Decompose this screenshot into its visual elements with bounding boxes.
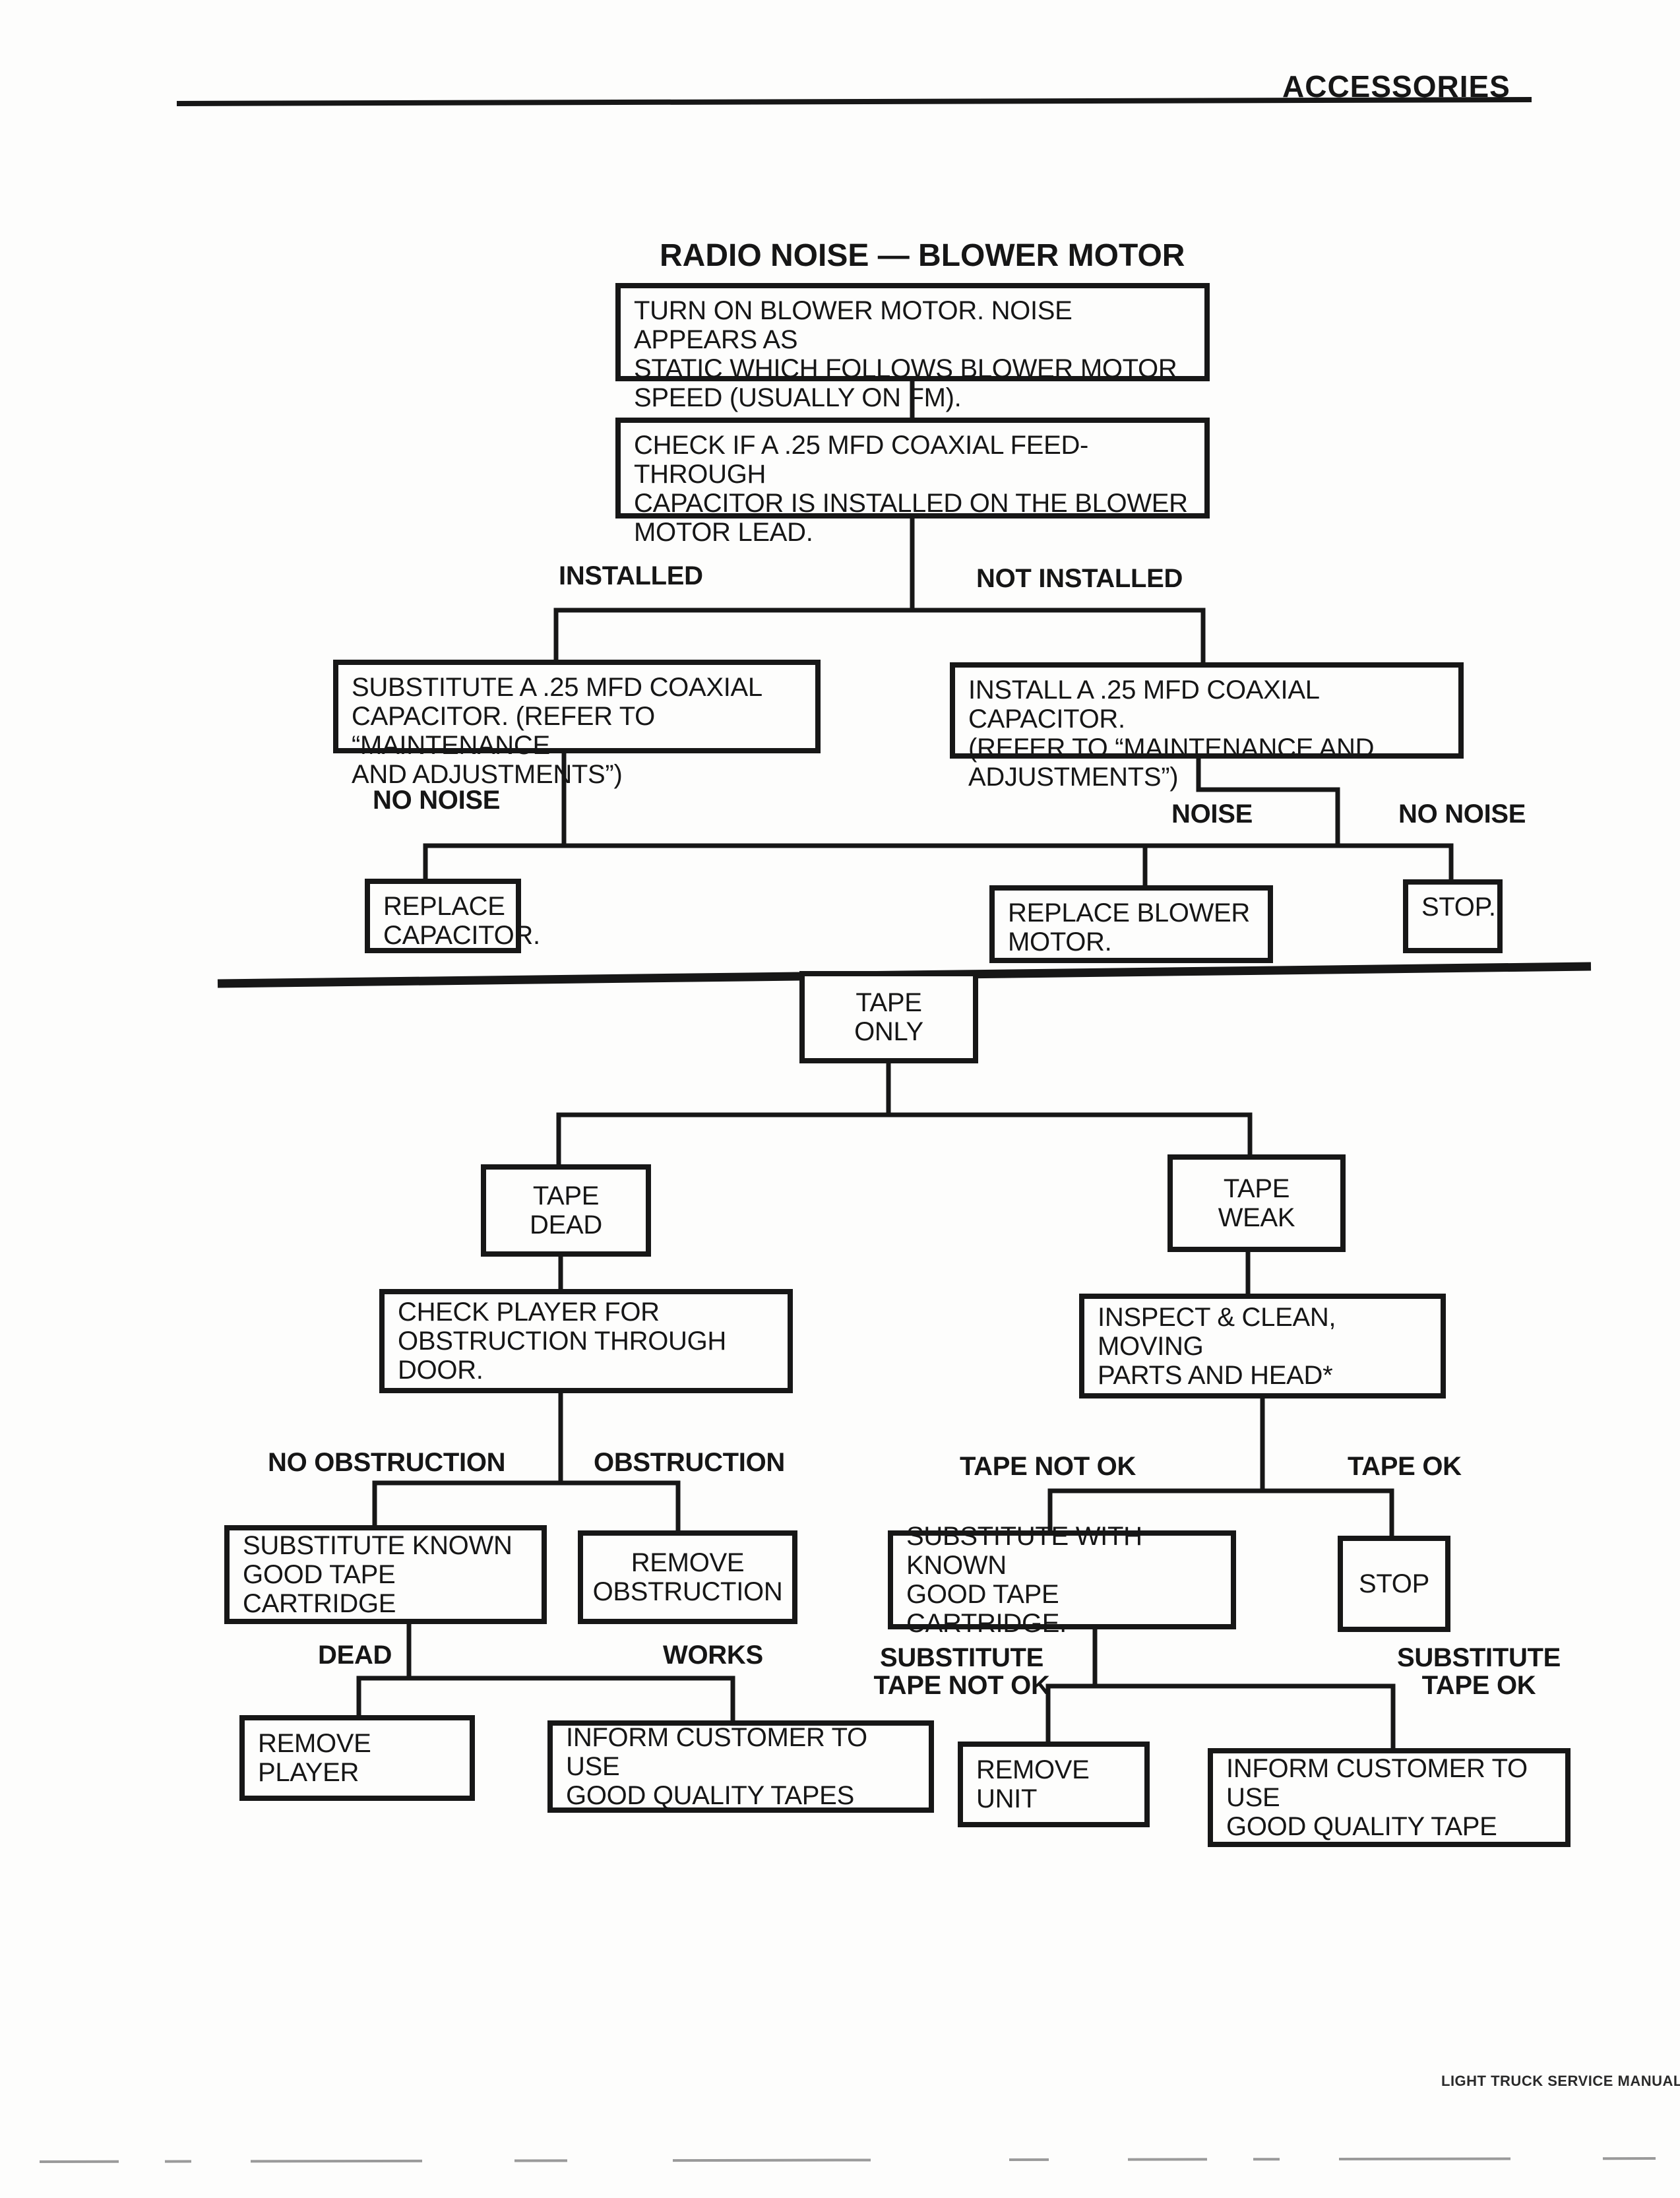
flow-node-remove-obstruction-text: REMOVE OBSTRUCTION <box>592 1548 783 1606</box>
flow-node-inform-good-tape: INFORM CUSTOMER TO USE GOOD QUALITY TAPE <box>1208 1748 1571 1847</box>
branch-label-tape-ok: TAPE OK <box>1348 1452 1462 1481</box>
branch-label-not-installed: NOT INSTALLED <box>976 564 1183 593</box>
flow-node-replace-capacitor-text: REPLACE CAPACITOR. <box>383 892 540 950</box>
flow-node-remove-obstruction: REMOVE OBSTRUCTION <box>578 1530 797 1624</box>
flow-node-replace-capacitor: REPLACE CAPACITOR. <box>365 879 540 953</box>
flow-node-inform-good-tapes-text: INFORM CUSTOMER TO USE GOOD QUALITY TAPE… <box>566 1723 867 1810</box>
branch-label-tape-not-ok: TAPE NOT OK <box>960 1452 1136 1481</box>
flow-node-stop-noise-text: STOP. <box>1421 893 1496 922</box>
flow-node-tape-only: TAPE ONLY <box>799 971 978 1063</box>
flow-node-check-player-text: CHECK PLAYER FOR OBSTRUCTION THROUGH DOO… <box>398 1298 727 1385</box>
flow-node-remove-player: REMOVE PLAYER <box>239 1715 475 1801</box>
branch-label-works: WORKS <box>663 1641 763 1670</box>
branch-label-dead: DEAD <box>318 1641 392 1670</box>
branch-label-substitute-tape-not-ok: SUBSTITUTE TAPE NOT OK <box>873 1643 1050 1701</box>
branch-label-noise: NOISE <box>1171 800 1253 829</box>
page-title: RADIO NOISE — BLOWER MOTOR <box>660 238 1185 273</box>
flow-node-remove-player-text: REMOVE PLAYER <box>258 1729 371 1787</box>
flow-node-substitute-capacitor-text: SUBSTITUTE A .25 MFD COAXIAL CAPACITOR. … <box>352 673 762 789</box>
flow-node-stop-tape: STOP <box>1338 1536 1450 1632</box>
scan-artifact-line <box>39 2157 1676 2163</box>
flow-node-replace-blower-motor-text: REPLACE BLOWER MOTOR. <box>1008 898 1251 957</box>
flow-node-inspect-clean: INSPECT & CLEAN, MOVING PARTS AND HEAD* <box>1079 1294 1446 1398</box>
flow-node-tape-weak: TAPE WEAK <box>1167 1154 1346 1252</box>
flow-node-remove-unit: REMOVE UNIT <box>958 1742 1150 1827</box>
flow-node-inform-good-tape-text: INFORM CUSTOMER TO USE GOOD QUALITY TAPE <box>1226 1754 1528 1841</box>
branch-label-substitute-tape-ok: SUBSTITUTE TAPE OK <box>1396 1643 1561 1701</box>
flow-node-install-capacitor-text: INSTALL A .25 MFD COAXIAL CAPACITOR. (RE… <box>968 675 1375 792</box>
flow-node-tape-dead: TAPE DEAD <box>481 1164 651 1257</box>
connector-obstruction-rail <box>372 1480 681 1530</box>
branch-label-no-obstruction: NO OBSTRUCTION <box>268 1448 506 1477</box>
flow-node-start: TURN ON BLOWER MOTOR. NOISE APPEARS AS S… <box>615 283 1210 412</box>
flow-node-check-capacitor: CHECK IF A .25 MFD COAXIAL FEED-THROUGH … <box>615 418 1210 547</box>
flow-node-install-capacitor: INSTALL A .25 MFD COAXIAL CAPACITOR. (RE… <box>950 662 1464 792</box>
flow-node-substitute-known-text: SUBSTITUTE KNOWN GOOD TAPE CARTRIDGE <box>243 1531 513 1618</box>
footer-note: LIGHT TRUCK SERVICE MANUAL <box>1441 2073 1680 2089</box>
flow-node-stop-noise: STOP. <box>1403 879 1503 953</box>
flow-node-inform-good-tapes: INFORM CUSTOMER TO USE GOOD QUALITY TAPE… <box>547 1720 934 1813</box>
flow-node-check-capacitor-text: CHECK IF A .25 MFD COAXIAL FEED-THROUGH … <box>634 431 1188 547</box>
branch-label-no-noise-left: NO NOISE <box>373 786 501 815</box>
flow-node-start-text: TURN ON BLOWER MOTOR. NOISE APPEARS AS S… <box>634 296 1177 412</box>
branch-label-installed: INSTALLED <box>559 561 703 590</box>
flow-node-tape-dead-text: TAPE DEAD <box>530 1181 602 1240</box>
connector-substitute-tape-rail <box>1045 1683 1396 1748</box>
flow-node-substitute-capacitor: SUBSTITUTE A .25 MFD COAXIAL CAPACITOR. … <box>333 660 821 789</box>
flow-node-substitute-with-known-text: SUBSTITUTE WITH KNOWN GOOD TAPE CARTRIDG… <box>906 1522 1142 1638</box>
connector-install-jog <box>1196 759 1340 846</box>
flow-node-substitute-known: SUBSTITUTE KNOWN GOOD TAPE CARTRIDGE <box>224 1525 547 1624</box>
flow-node-check-player: CHECK PLAYER FOR OBSTRUCTION THROUGH DOO… <box>379 1289 793 1393</box>
flow-node-substitute-with-known: SUBSTITUTE WITH KNOWN GOOD TAPE CARTRIDG… <box>888 1522 1236 1638</box>
connector-tape-ok-rail <box>1047 1488 1394 1536</box>
connector-dead-works-rail <box>356 1676 735 1720</box>
branch-label-no-noise-right: NO NOISE <box>1398 800 1526 829</box>
flow-node-stop-tape-text: STOP <box>1359 1569 1429 1598</box>
flow-node-replace-blower-motor: REPLACE BLOWER MOTOR. <box>989 885 1273 963</box>
flow-node-inspect-clean-text: INSPECT & CLEAN, MOVING PARTS AND HEAD* <box>1098 1302 1336 1390</box>
header-rule-line <box>176 97 1532 106</box>
connector-tape-rail <box>556 1112 1253 1164</box>
flow-node-tape-weak-text: TAPE WEAK <box>1218 1174 1295 1232</box>
branch-label-obstruction: OBSTRUCTION <box>594 1448 786 1477</box>
flow-node-remove-unit-text: REMOVE UNIT <box>976 1755 1090 1813</box>
flow-node-tape-only-text: TAPE ONLY <box>854 988 923 1046</box>
connector-split-rail <box>553 608 1206 662</box>
connector-main-rail <box>423 843 1454 879</box>
